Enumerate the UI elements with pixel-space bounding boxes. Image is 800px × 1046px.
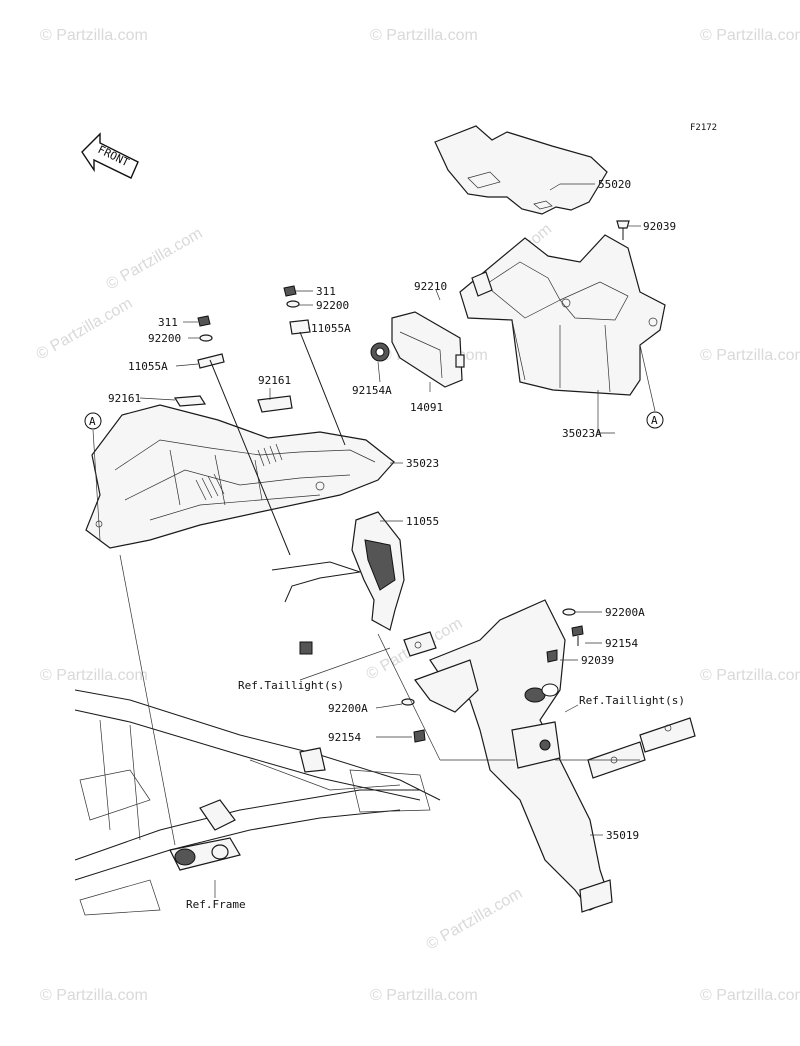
license-bracket <box>587 717 696 779</box>
label-92200: 92200 <box>316 299 349 312</box>
diagram-code: F2172 <box>690 123 717 133</box>
part-11055A-left <box>197 353 225 369</box>
watermark: © Partzilla.com <box>104 225 206 294</box>
callout-a-left: A <box>84 412 102 430</box>
label-92039: 92039 <box>581 654 614 667</box>
watermark: © Partzilla.com <box>40 667 148 684</box>
part-92154-left <box>413 729 426 743</box>
label-ref-frame: Ref.Frame <box>186 898 246 911</box>
label-55020: 55020 <box>598 178 631 191</box>
callout-letter: A <box>651 414 658 427</box>
part-92039-left <box>299 641 313 655</box>
watermark: © Partzilla.com <box>700 347 800 364</box>
fender-ribs <box>195 443 283 501</box>
label-ref-taillight: Ref.Taillight(s) <box>579 694 685 707</box>
part-11055A-right <box>289 319 311 335</box>
label-14091: 14091 <box>410 401 443 414</box>
watermark: © Partzilla.com <box>40 27 148 44</box>
part-labels: 55020 92039 92210 311 92200 11055A 311 9… <box>108 178 685 911</box>
label-35023: 35023 <box>406 457 439 470</box>
part-92039-mid <box>546 649 558 663</box>
part-311-left <box>197 315 211 327</box>
part-92039-top <box>616 220 630 240</box>
part-92154-right <box>571 625 584 646</box>
label-92039: 92039 <box>643 220 676 233</box>
label-ref-taillight: Ref.Taillight(s) <box>238 679 344 692</box>
watermark: © Partzilla.com <box>40 987 148 1004</box>
label-92154A: 92154A <box>352 384 392 397</box>
label-92161: 92161 <box>108 392 141 405</box>
part-92200A-right <box>562 608 576 616</box>
label-92161: 92161 <box>258 374 291 387</box>
label-92200A: 92200A <box>605 606 645 619</box>
part-92200-left <box>199 334 213 342</box>
label-92200: 92200 <box>148 332 181 345</box>
label-92154: 92154 <box>328 731 361 744</box>
label-311: 311 <box>316 285 336 298</box>
watermark: © Partzilla.com <box>424 885 526 954</box>
watermark: © Partzilla.com <box>34 295 136 364</box>
part-92161-right <box>257 395 293 413</box>
part-35023 <box>85 404 395 549</box>
main-frame <box>74 689 441 916</box>
label-92154: 92154 <box>605 637 638 650</box>
label-92200A: 92200A <box>328 702 368 715</box>
part-11055 <box>351 511 405 631</box>
part-14091 <box>391 311 465 388</box>
part-311-right <box>283 285 297 297</box>
label-35023A: 35023A <box>562 427 602 440</box>
part-35023A <box>459 234 666 396</box>
watermark: © Partzilla.com <box>700 27 800 44</box>
label-11055A: 11055A <box>128 360 168 373</box>
part-92154A <box>370 342 390 362</box>
part-35019 <box>414 599 613 913</box>
watermark: © Partzilla.com <box>370 987 478 1004</box>
front-arrow-icon: FRONT <box>81 132 139 179</box>
label-311: 311 <box>158 316 178 329</box>
part-92200-right <box>286 300 300 308</box>
watermark: © Partzilla.com <box>700 667 800 684</box>
part-92210 <box>471 271 493 297</box>
callout-letter: A <box>89 415 96 428</box>
bracket-plate <box>403 631 437 657</box>
part-55020 <box>434 125 608 215</box>
watermark: © Partzilla.com <box>700 987 800 1004</box>
label-35019: 35019 <box>606 829 639 842</box>
leader-lines <box>92 183 656 898</box>
watermark: © Partzilla.com <box>370 27 478 44</box>
label-92210: 92210 <box>414 280 447 293</box>
callout-a-right: A <box>646 411 664 429</box>
label-11055A: 11055A <box>311 322 351 335</box>
label-11055: 11055 <box>406 515 439 528</box>
part-92161-left <box>173 395 207 407</box>
